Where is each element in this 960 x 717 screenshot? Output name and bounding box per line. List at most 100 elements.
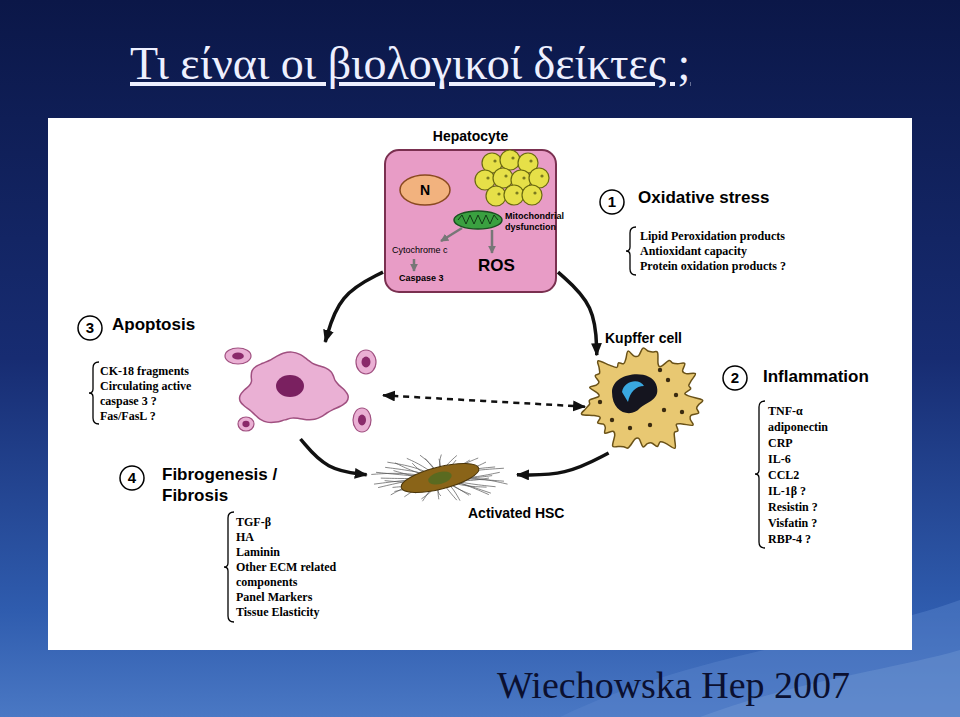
marker-item: CRP <box>768 436 888 451</box>
marker-item: RBP-4 ? <box>768 532 888 547</box>
marker-item: Protein oxidation products ? <box>640 259 830 274</box>
bracket <box>89 362 99 424</box>
drawing-group <box>225 348 376 432</box>
molecule-label: Caspase 3 <box>399 273 469 284</box>
marker-item: Resistin ? <box>768 500 888 515</box>
connector-arrow <box>517 453 609 475</box>
droplet-dot <box>493 159 496 162</box>
pathway-arrow <box>491 230 494 253</box>
fat-droplet <box>486 186 506 206</box>
cell-drawing <box>585 350 703 453</box>
droplet-dot <box>540 174 543 177</box>
marker-item: Circulating active caspase 3 ? <box>100 379 216 409</box>
droplet-dot <box>504 174 507 177</box>
fat-droplet <box>493 168 513 188</box>
marker-item: CCL2 <box>768 468 888 483</box>
drawing-group <box>371 455 507 502</box>
apoptotic-cell-body <box>240 352 349 422</box>
fragment-nucleus <box>232 352 244 359</box>
droplet-dot <box>522 176 525 179</box>
granule <box>658 368 662 372</box>
stellate-cell-body <box>399 458 482 499</box>
molecule-label: Cytochrome c <box>392 245 472 256</box>
granule <box>680 410 684 414</box>
cristae <box>458 215 498 224</box>
section-heading: Fibrogenesis / Fibrosis <box>162 464 312 506</box>
granule <box>628 426 632 430</box>
fragment-nucleus <box>362 357 371 368</box>
callout-number: 2 <box>723 369 747 387</box>
marker-item: IL-1β ? <box>768 484 888 499</box>
hepatocyte-cell: HepatocyteN <box>383 126 560 294</box>
node-label: Activated HSC <box>468 503 592 523</box>
apoptotic-body <box>238 417 254 431</box>
marker-item: HA <box>236 530 361 545</box>
section-heading: Oxidative stress <box>638 187 838 208</box>
marker-item: TGF-β <box>236 515 361 530</box>
marker-item: Tissue Elasticity <box>236 605 361 620</box>
marker-item: Panel Markers <box>236 590 361 605</box>
granule <box>666 378 670 382</box>
slide-title: Τι είναι οι βιολογικοί δείκτες ; <box>130 36 690 92</box>
fat-droplet <box>522 185 542 205</box>
apoptotic-body <box>353 408 371 432</box>
marker-item: Laminin <box>236 545 361 560</box>
section-heading: Inflammation <box>763 366 903 387</box>
nucleus-outline <box>400 175 450 205</box>
apoptotic-body <box>356 350 376 374</box>
marker-item: Lipid Peroxidation products <box>640 229 830 244</box>
callout-number: 1 <box>600 193 624 211</box>
droplet-dot <box>497 192 500 195</box>
fragment-nucleus <box>242 421 249 427</box>
callout-circle <box>78 316 102 340</box>
callout-circle <box>120 466 144 490</box>
citation: Wiechowska Hep 2007 <box>497 662 850 708</box>
droplet-dot <box>515 191 518 194</box>
nucleus: N <box>399 174 453 206</box>
node-label: Hepatocyte <box>383 126 558 146</box>
molecule-label: ROS <box>478 256 528 276</box>
droplet-dot <box>533 191 536 194</box>
callout-circle <box>723 366 747 390</box>
node-label: N <box>399 180 451 200</box>
node-label: Kupffer cell <box>605 328 703 348</box>
bracket <box>224 512 234 622</box>
drawing-group <box>400 175 450 205</box>
marker-item: TNF-α <box>768 404 888 419</box>
marker-item: IL-6 <box>768 452 888 467</box>
nucleus-highlight <box>622 381 644 402</box>
callout-number: 3 <box>78 319 102 337</box>
kupffer-cell-body <box>581 348 702 448</box>
cell-drawing <box>218 342 383 439</box>
marker-item: Other ECM related components <box>236 560 361 590</box>
granule <box>674 393 678 397</box>
fragment-nucleus <box>358 415 366 426</box>
droplet-dot <box>486 176 489 179</box>
marker-item: Visfatin ? <box>768 516 888 531</box>
drawing-group <box>581 348 702 448</box>
connector-arrow <box>558 272 597 355</box>
connector-arrow <box>301 439 367 475</box>
granule <box>648 423 652 427</box>
fat-droplet <box>500 150 520 170</box>
kupffer-nucleus <box>612 374 657 413</box>
kupffer-cell: Kupffer cell <box>585 328 705 453</box>
fat-droplet <box>504 185 524 205</box>
bracket <box>626 227 636 275</box>
granule <box>598 400 602 404</box>
apoptotic-nucleus <box>276 375 304 397</box>
activated-stellate-cell: Activated HSC <box>362 432 594 527</box>
marker-item: CK-18 fragments <box>100 364 218 379</box>
droplet-dot <box>529 159 532 162</box>
marker-item: Antioxidant capacity <box>640 244 830 259</box>
bracket <box>755 401 765 548</box>
stellate-nucleus <box>427 469 453 486</box>
node-label: Apoptosis <box>112 314 222 335</box>
granule <box>610 418 614 422</box>
granule <box>662 408 666 412</box>
connector-arrow <box>383 395 585 406</box>
